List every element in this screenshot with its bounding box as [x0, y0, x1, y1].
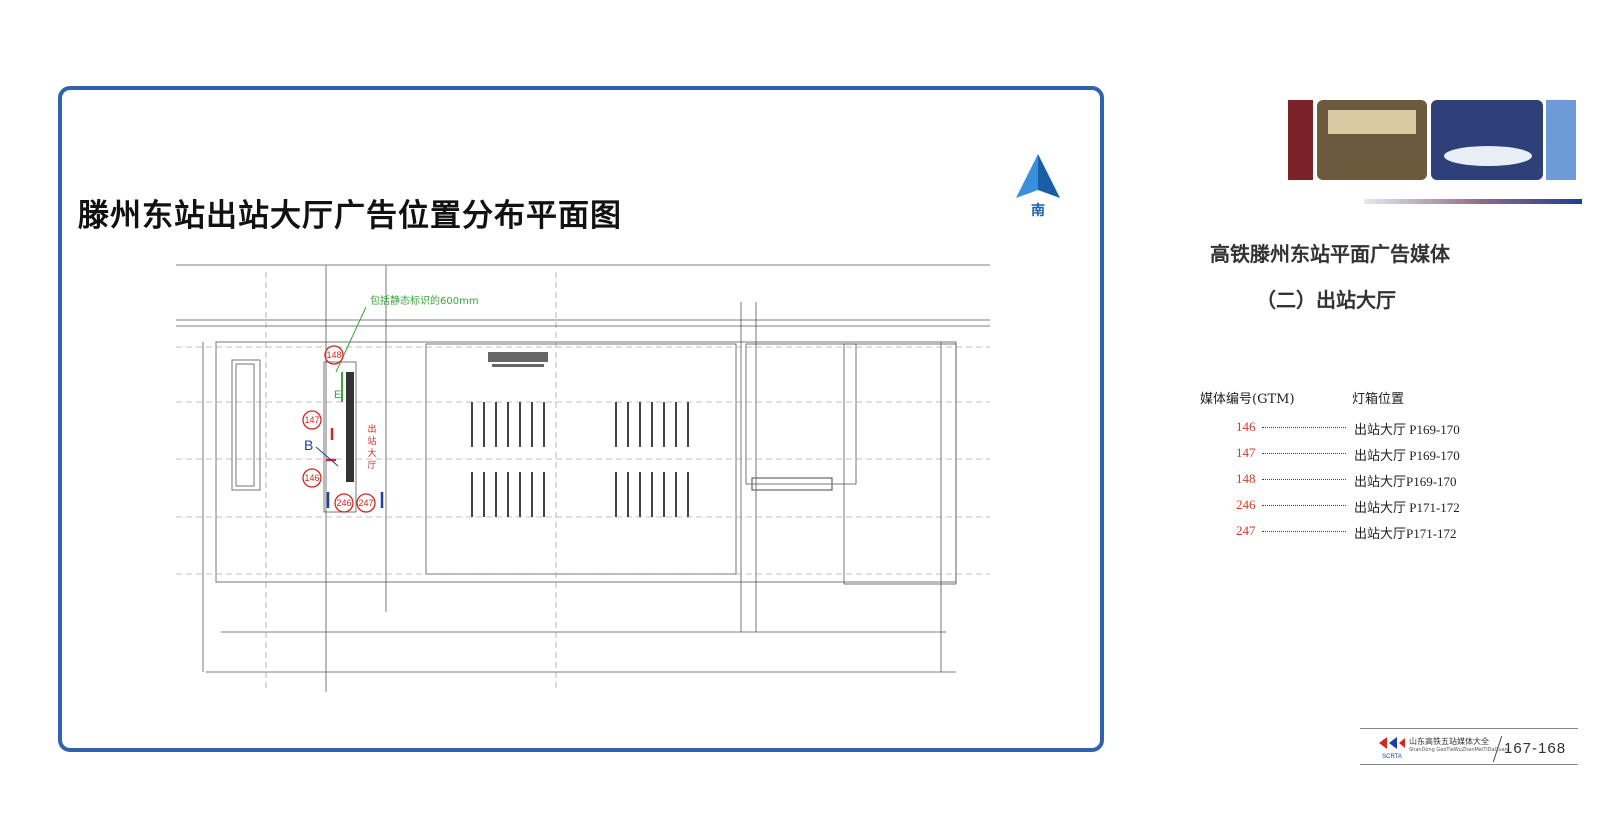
marker-b: B [304, 437, 313, 453]
svg-text:SCRTA: SCRTA [1382, 754, 1402, 760]
footer-rule-bottom [1360, 764, 1578, 765]
legend-location: 出站大厅P171-172 [1354, 526, 1457, 541]
decorative-divider [1364, 199, 1582, 204]
spot-246-label: 246 [336, 498, 351, 508]
footer-brand-en: ShanDong GaoTieWuZhanMeiTiDaQuan [1409, 747, 1508, 753]
legend-location: 出站大厅P169-170 [1354, 474, 1457, 489]
legend-code-header: 媒体编号(GTM) [1200, 392, 1295, 407]
legend-code: 247 [1236, 523, 1256, 538]
legend-location: 出站大厅 P169-170 [1354, 448, 1460, 463]
hall-label-2: 站 [367, 435, 376, 447]
section-subtitle: （二）出站大厅 [1256, 288, 1396, 312]
marker-e: E [334, 389, 341, 401]
floor-plan-drawing: 148 147 146 246 247 包括静态标识的600mm B E 出 站… [176, 264, 990, 692]
legend-leader [1262, 427, 1346, 428]
brand-logo-icon: SCRTA [1379, 737, 1405, 760]
legend-location: 出站大厅 P169-170 [1354, 422, 1460, 437]
footer-brand: 山东高铁五站媒体大全 [1409, 737, 1489, 746]
spot-148-label: 148 [326, 350, 341, 360]
footer-rule-top [1360, 728, 1578, 729]
header-photo-strip [1288, 100, 1576, 180]
legend-code: 246 [1236, 497, 1256, 512]
page-number: 167-168 [1504, 740, 1567, 757]
legend-location: 出站大厅 P171-172 [1354, 500, 1460, 515]
legend-leader [1262, 531, 1346, 532]
spot-147-label: 147 [304, 415, 319, 425]
legend-location-header: 灯箱位置 [1352, 392, 1405, 407]
legend-leader [1262, 505, 1346, 506]
page-title: 滕州东站出站大厅广告位置分布平面图 [78, 198, 622, 234]
legend-leader [1262, 453, 1346, 454]
spot-247-label: 247 [358, 498, 373, 508]
hall-label-4: 厅 [367, 460, 376, 471]
spot-146-label: 146 [304, 473, 319, 483]
legend-code: 147 [1236, 445, 1256, 460]
compass-label: 南 [1031, 203, 1045, 219]
hall-label-1: 出 [367, 423, 376, 435]
north-arrow-icon [1016, 154, 1060, 198]
legend-code: 148 [1236, 471, 1256, 486]
annotation-note: 包括静态标识的600mm [370, 294, 479, 307]
legend-code: 146 [1236, 419, 1256, 434]
section-title: 高铁滕州东站平面广告媒体 [1210, 242, 1450, 266]
legend-leader [1262, 479, 1346, 480]
hall-label-3: 大 [367, 447, 376, 459]
